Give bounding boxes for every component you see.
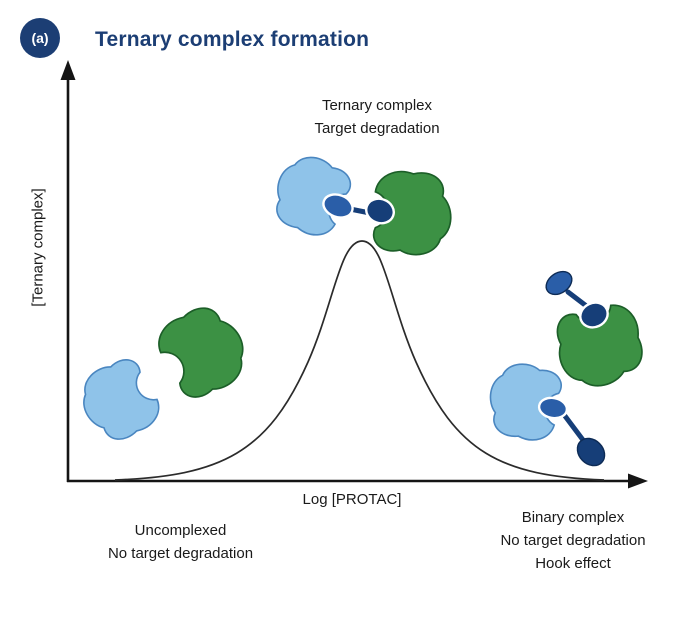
protac-target-ligand — [322, 193, 354, 219]
annotation-line: Ternary complex — [321, 97, 433, 114]
ternary-complex-group — [264, 147, 452, 256]
annotation-ternary-complex: Ternary complex Target degradation — [272, 94, 482, 140]
bell-curve — [114, 240, 605, 481]
panel-label: (a) — [31, 30, 49, 46]
protac-target-ligand — [537, 396, 569, 420]
protac-e3-ligand — [579, 301, 609, 329]
uncomplexed-group — [69, 294, 259, 452]
y-axis-label: [Ternary complex] — [29, 188, 47, 307]
figure-title: Ternary complex formation — [95, 28, 370, 51]
annotation-uncomplexed: Uncomplexed No target degradation — [78, 519, 283, 565]
panel-label-badge: (a) — [20, 18, 60, 58]
protac-linker — [559, 409, 586, 443]
binary-complex-group — [484, 270, 651, 467]
x-axis-arrowhead-icon — [628, 473, 648, 489]
annotation-line: No target degradation — [500, 532, 646, 549]
annotation-line: Hook effect — [535, 555, 611, 572]
annotation-line: No target degradation — [107, 545, 254, 562]
y-axis-arrowhead-icon — [60, 60, 76, 80]
x-axis-label: Log [PROTAC] — [302, 491, 402, 508]
protac-target-ligand — [545, 270, 573, 296]
annotation-line: Uncomplexed — [134, 522, 227, 539]
annotation-line: Target degradation — [314, 120, 440, 137]
e3-ligase-blob — [147, 294, 259, 408]
target-protein-blob — [69, 350, 169, 452]
annotation-binary-complex: Binary complex No target degradation Hoo… — [468, 506, 673, 575]
protac-e3-ligand — [576, 437, 606, 467]
protac-e3-ligand — [365, 197, 395, 225]
annotation-line: Binary complex — [521, 509, 625, 526]
